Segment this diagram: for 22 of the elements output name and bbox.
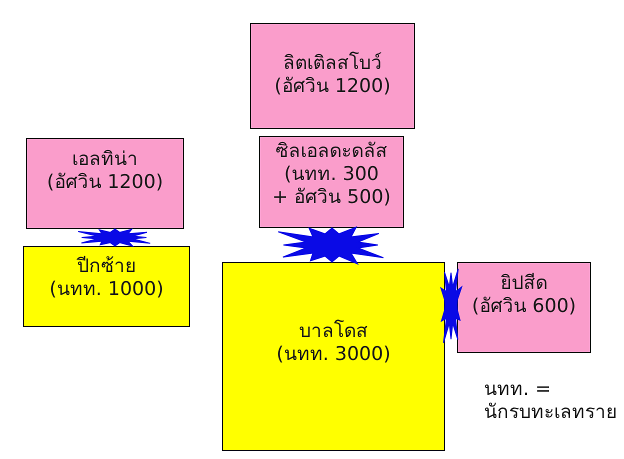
unit-box <box>250 23 415 129</box>
unit-strength: (นทท. 300 + อัศวิน 500) <box>271 163 392 209</box>
clash-burst <box>278 226 384 265</box>
unit-name: ปีกซ้าย <box>77 255 136 278</box>
unit-box <box>23 246 190 327</box>
unit-name: ยิปสีด <box>500 272 548 295</box>
unit-name: ลิตเติลสโบว์ <box>283 52 382 75</box>
unit-strength: (อัศวิน 600) <box>472 295 576 318</box>
unit-strength: (นทท. 3000) <box>276 343 391 366</box>
unit-box <box>222 262 445 451</box>
abbreviation-note: นทท. = นักรบทะเลทราย <box>484 378 618 424</box>
unit-name: เอลทิน่า <box>72 148 138 171</box>
clash-burst <box>78 228 151 248</box>
unit-strength: (นทท. 1000) <box>49 278 164 301</box>
unit-box <box>259 136 404 228</box>
unit-name: บาลโดส <box>299 320 368 343</box>
clash-burst <box>440 268 463 344</box>
unit-strength: (อัศวิน 1200) <box>46 171 164 194</box>
unit-name: ซิลเอลดะดลัส <box>276 140 388 163</box>
unit-box <box>26 138 184 229</box>
unit-strength: (อัศวิน 1200) <box>274 75 391 98</box>
unit-box <box>457 262 591 353</box>
